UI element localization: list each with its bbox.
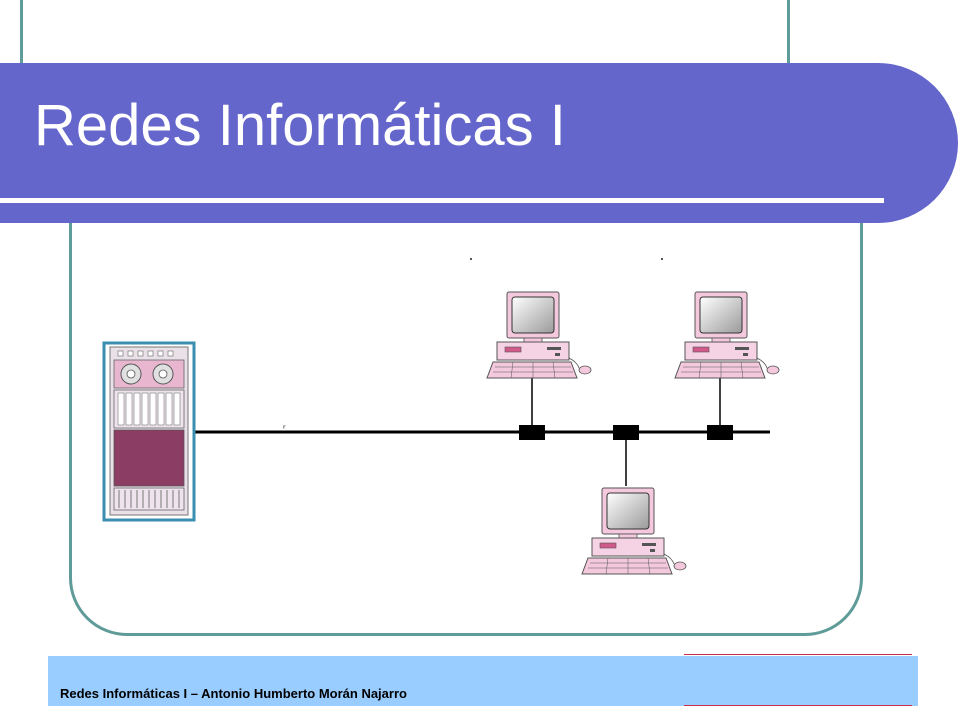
footer-divider-top <box>684 654 912 655</box>
content-frame <box>69 150 863 636</box>
footer-text: Redes Informáticas I – Antonio Humberto … <box>60 686 407 701</box>
title-band <box>0 63 958 223</box>
footer-band <box>48 656 918 706</box>
stray-dot <box>661 258 663 260</box>
workstation-icon <box>674 291 780 379</box>
slide-title: Redes Informáticas I <box>34 93 566 158</box>
title-underline <box>0 198 884 203</box>
workstation-icon <box>581 487 687 575</box>
bus-connector <box>707 425 733 440</box>
server-icon <box>102 341 196 522</box>
workstation-icon <box>486 291 592 379</box>
bus-connector <box>519 425 545 440</box>
footer-divider-bottom <box>684 705 912 706</box>
bus-connector <box>613 425 639 440</box>
stray-dot <box>470 258 472 260</box>
stray-mark: ʳ <box>283 424 286 435</box>
